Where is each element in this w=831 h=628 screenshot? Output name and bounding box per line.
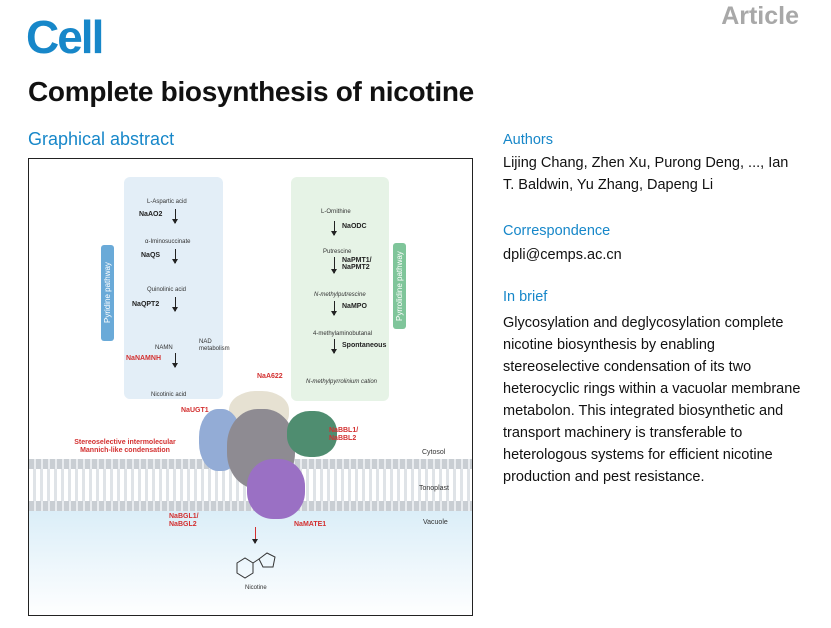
arrow-icon xyxy=(331,221,337,236)
nabbl-label: NaBBL1/ NaBBL2 xyxy=(329,427,359,442)
compound-label: α-Iminosuccinate xyxy=(145,239,191,245)
transport-arrow-icon xyxy=(252,527,258,544)
pyridine-pathway-label: Pyridine pathway xyxy=(101,245,114,341)
compound-label: N-methylputrescine xyxy=(314,292,366,298)
in-brief-text: Glycosylation and deglycosylation comple… xyxy=(503,315,801,485)
nabbl-protein xyxy=(287,411,337,457)
compound-label: 4-methylaminobutanal xyxy=(313,331,373,337)
pyridine-panel xyxy=(124,177,223,399)
authors-list: Lijing Chang, Zhen Xu, Purong Deng, ...,… xyxy=(503,155,789,193)
namate1-protein xyxy=(247,459,305,519)
arrow-icon xyxy=(172,353,178,368)
compound-label: Putrescine xyxy=(323,249,352,255)
naugt1-label: NaUGT1 xyxy=(181,407,209,414)
nabgl-label: NaBGL1/ NaBGL2 xyxy=(169,513,199,528)
graphical-abstract-heading: Graphical abstract xyxy=(28,129,175,149)
enzyme-label: NaMPO xyxy=(342,303,367,310)
nad-metabolism-label: NAD metabolism xyxy=(199,339,230,352)
compound-label: L-Aspartic acid xyxy=(147,199,187,205)
compound-label: NAMN xyxy=(155,345,173,351)
vacuole-label: Vacuole xyxy=(423,519,448,526)
enzyme-label: NaODC xyxy=(342,223,367,230)
nicotine-label: Nicotine xyxy=(245,585,267,591)
article-type-label: Article xyxy=(721,2,799,30)
vacuole-area xyxy=(29,511,472,615)
arrow-icon xyxy=(172,297,178,312)
paper-title: Complete biosynthesis of nicotine xyxy=(28,76,474,107)
enzyme-label: NaQS xyxy=(141,252,161,259)
pyrrolidine-pathway-label: Pyrrolidine pathway xyxy=(393,243,406,329)
enzyme-label: NaPMT1/ NaPMT2 xyxy=(342,257,372,271)
pyrrolidine-panel xyxy=(291,177,389,401)
enzyme-label: NaNAMNH xyxy=(126,355,161,362)
compound-label: Quinolinic acid xyxy=(147,287,187,293)
arrow-icon xyxy=(331,339,337,354)
nicotine-structure-icon xyxy=(236,552,276,579)
enzyme-label: NaQPT2 xyxy=(132,301,160,308)
condensation-label: Stereoselective intermolecular Mannich-l… xyxy=(74,439,176,454)
enzyme-label: Spontaneous xyxy=(342,342,387,349)
compound-label: L-Ornithine xyxy=(321,209,351,215)
journal-logo: Cell xyxy=(26,11,104,63)
correspondence-email[interactable]: dpli@cemps.ac.cn xyxy=(503,247,622,263)
naa622-label: NaA622 xyxy=(257,373,283,380)
namate1-label: NaMATE1 xyxy=(294,521,327,528)
tonoplast-label: Tonoplast xyxy=(419,485,449,492)
correspondence-heading: Correspondence xyxy=(503,223,611,239)
compound-label: Nicotinic acid xyxy=(151,392,187,398)
arrow-icon xyxy=(172,209,178,224)
arrow-icon xyxy=(331,257,337,274)
graphical-abstract-figure: Pyridine pathway Pyrrolidine pathway L-A… xyxy=(28,158,473,616)
cytosol-label: Cytosol xyxy=(422,449,446,456)
arrow-icon xyxy=(331,301,337,316)
compound-label: N-methylpyrrolinium cation xyxy=(306,379,378,385)
enzyme-label: NaAO2 xyxy=(139,211,163,218)
in-brief-heading: In brief xyxy=(503,289,548,305)
arrow-icon xyxy=(172,249,178,264)
authors-heading: Authors xyxy=(503,132,553,148)
